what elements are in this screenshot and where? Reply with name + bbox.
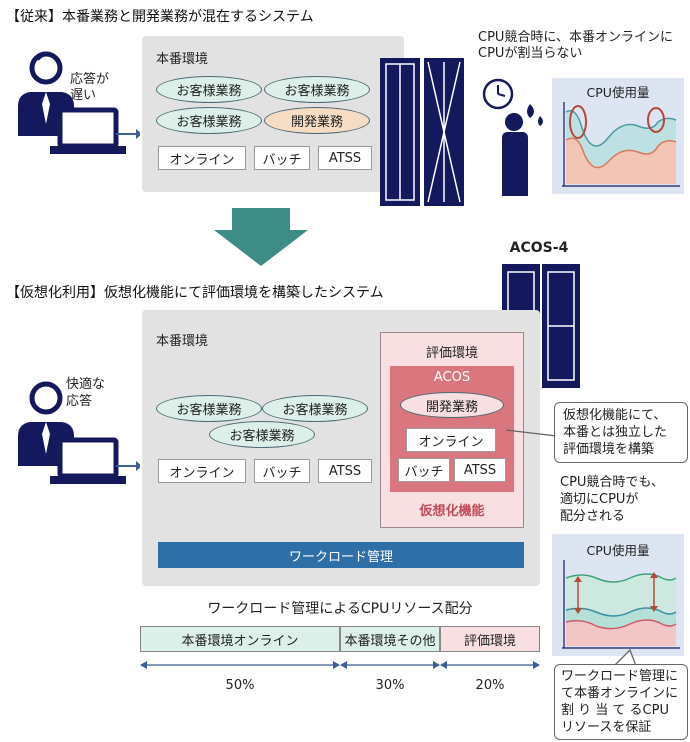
- cpu-allocated-note: CPU競合時でも、 適切にCPUが 配分される: [560, 475, 665, 524]
- batch-box: バッチ: [254, 146, 310, 170]
- eval-atss-box: ATSS: [454, 458, 506, 482]
- batch-box: バッチ: [254, 459, 310, 483]
- alloc-segment-other: 本番環境その他: [340, 626, 440, 652]
- online-box: オンライン: [158, 146, 246, 170]
- bottom-title: 【仮想化利用】仮想化機能にて評価環境を構築したシステム: [6, 285, 384, 301]
- top-title: 【従来】本番業務と開発業務が混在するシステム: [6, 9, 314, 25]
- alloc-pct-online: 50%: [225, 678, 255, 693]
- workload-management-bar: ワークロード管理: [158, 542, 524, 568]
- bottom-panel-label: 本番環境: [156, 334, 209, 349]
- callout-pointer: [613, 648, 637, 667]
- user-computer-icon: [18, 381, 140, 484]
- bottom-chart-title: CPU使用量: [586, 543, 650, 558]
- callout-virtual-env: 仮想化機能にて、 本番とは独立した 評価環境を構築: [554, 402, 688, 463]
- customer-ellipse: お客様業務: [209, 421, 315, 448]
- eval-batch-box: バッチ: [398, 458, 450, 482]
- user-note-comfortable: 快適な 応答: [66, 377, 106, 409]
- user-computer-icon: [18, 51, 140, 154]
- clock-person-icon: [482, 78, 543, 196]
- cpu-conflict-note: CPU競合時に、本番オンラインに CPUが割当らない: [478, 30, 674, 61]
- eval-label: 評価環境: [425, 346, 478, 361]
- bottom-chart-plot: [562, 560, 680, 649]
- user-note-slow: 応答が 遅い: [70, 72, 110, 103]
- allocation-arrows: [140, 661, 540, 669]
- server-icon: [380, 58, 464, 206]
- customer-ellipse: お客様業務: [264, 76, 370, 103]
- eval-online-box: オンライン: [406, 428, 496, 452]
- dev-ellipse: 開発業務: [264, 107, 370, 134]
- top-chart-title: CPU使用量: [586, 85, 650, 100]
- allocation-title: ワークロード管理によるCPUリソース配分: [207, 601, 473, 617]
- customer-ellipse: お客様業務: [156, 107, 262, 134]
- top-panel-label: 本番環境: [156, 52, 209, 67]
- atss-box: ATSS: [318, 146, 372, 170]
- transition-arrow-icon: [214, 208, 308, 266]
- alloc-segment-online: 本番環境オンライン: [140, 626, 340, 652]
- customer-ellipse: お客様業務: [156, 395, 262, 422]
- acos4-label: ACOS-4: [509, 240, 569, 256]
- callout-pointer: [505, 429, 557, 442]
- alloc-pct-other: 30%: [375, 678, 405, 693]
- online-box: オンライン: [158, 459, 246, 483]
- alloc-segment-eval: 評価環境: [440, 626, 540, 652]
- acos-label: ACOS: [433, 370, 471, 385]
- atss-box: ATSS: [318, 459, 372, 483]
- sweat-icon: [37, 53, 57, 61]
- top-chart-plot: [562, 102, 680, 187]
- virtualization-label: 仮想化機能: [419, 504, 485, 519]
- eval-dev-ellipse: 開発業務: [400, 392, 504, 418]
- callout-workload: ワークロード管理に て本番オンラインに 割 り 当 て るCPU リソースを保証: [554, 664, 688, 740]
- customer-ellipse: お客様業務: [262, 395, 368, 422]
- customer-ellipse: お客様業務: [156, 76, 262, 103]
- alloc-pct-eval: 20%: [475, 678, 505, 693]
